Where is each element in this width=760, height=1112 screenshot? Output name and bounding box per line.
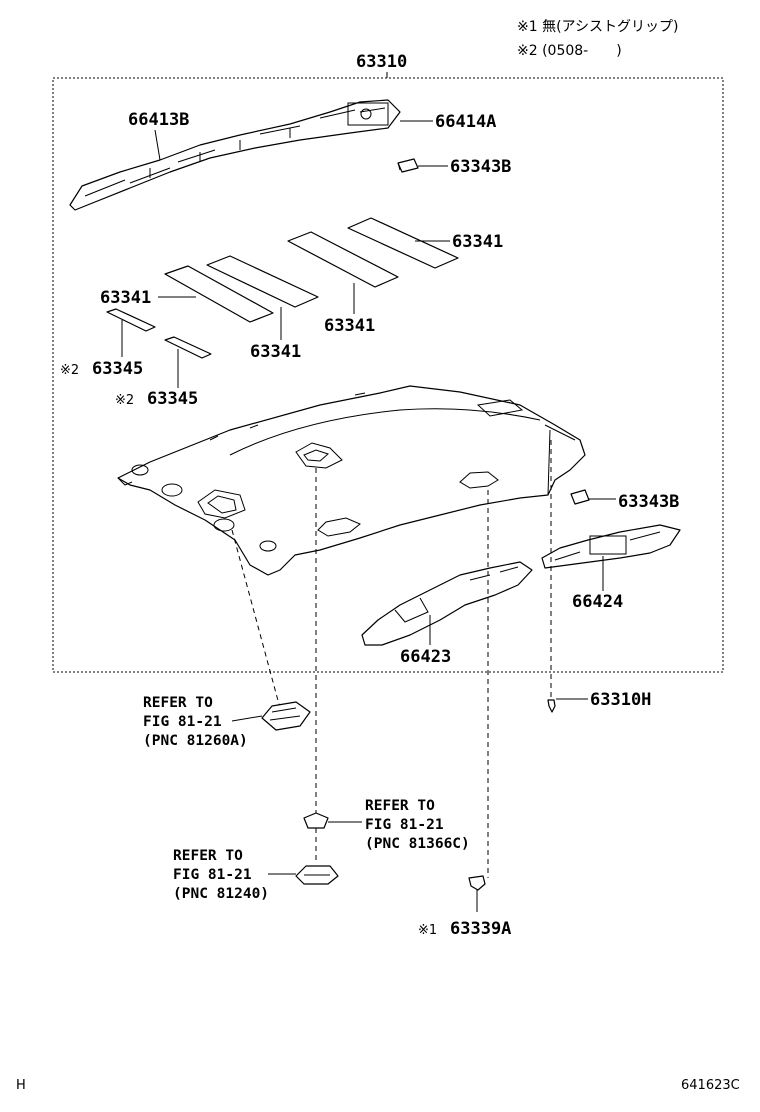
part-66423-rail[interactable]: [361, 561, 533, 646]
part-66413B-66414A-rail[interactable]: [69, 99, 401, 211]
part-63345-pad-2[interactable]: [164, 336, 212, 359]
mark2-b: ※2: [115, 393, 134, 408]
part-63343B-top[interactable]: [397, 158, 419, 173]
leader-66413B: [154, 129, 161, 161]
part-63341-pad-4[interactable]: [164, 265, 274, 323]
part-63310H-screw[interactable]: [547, 699, 556, 713]
mark2-a: ※2: [60, 363, 79, 378]
footer-right: 641623C: [681, 1078, 740, 1093]
ref2-line1: REFER TO: [365, 798, 435, 814]
part-63345-pad-1[interactable]: [106, 308, 156, 332]
leader-ref1: [231, 715, 263, 722]
label-63310[interactable]: 63310: [356, 52, 407, 72]
label-63343B-top[interactable]: 63343B: [450, 157, 511, 177]
label-66414A[interactable]: 66414A: [435, 112, 496, 132]
mark1: ※1: [418, 923, 437, 938]
ref1-line3: (PNC 81260A): [143, 733, 248, 749]
label-63343B-bottom[interactable]: 63343B: [618, 492, 679, 512]
label-63341-b[interactable]: 63341: [100, 288, 151, 308]
label-66413B[interactable]: 66413B: [128, 110, 189, 130]
label-63345-b[interactable]: 63345: [147, 389, 198, 409]
label-63341-a[interactable]: 63341: [452, 232, 503, 252]
ref3-line2: FIG 81-21: [173, 867, 252, 883]
part-63339A-clip[interactable]: [468, 875, 486, 891]
label-63341-c[interactable]: 63341: [324, 316, 375, 336]
part-81366C[interactable]: [303, 812, 329, 829]
footer-left: H: [16, 1078, 26, 1093]
part-81260A[interactable]: [261, 701, 311, 731]
part-66424-rail[interactable]: [541, 524, 681, 569]
part-headliner-63310[interactable]: [117, 385, 586, 576]
note-2: ※2 (0508- ): [517, 43, 622, 59]
ref3-line3: (PNC 81240): [173, 886, 269, 902]
ref1-line2: FIG 81-21: [143, 714, 222, 730]
part-63341-pad-2[interactable]: [287, 231, 399, 288]
ref1-line1: REFER TO: [143, 695, 213, 711]
label-63345-a[interactable]: 63345: [92, 359, 143, 379]
part-81240[interactable]: [295, 865, 339, 885]
label-63341-d[interactable]: 63341: [250, 342, 301, 362]
ref2-line2: FIG 81-21: [365, 817, 444, 833]
part-63343B-bottom[interactable]: [570, 489, 590, 505]
part-63341-pad-1[interactable]: [347, 217, 459, 269]
label-63339A[interactable]: 63339A: [450, 919, 511, 939]
part-63341-pad-3[interactable]: [206, 255, 319, 308]
label-63310H[interactable]: 63310H: [590, 690, 651, 710]
ref2-line3: (PNC 81366C): [365, 836, 470, 852]
label-66424[interactable]: 66424: [572, 592, 623, 612]
projection-81260A: [231, 529, 281, 709]
label-66423[interactable]: 66423: [400, 647, 451, 667]
note-1: ※1 無(アシストグリップ): [517, 19, 678, 35]
ref3-line1: REFER TO: [173, 848, 243, 864]
